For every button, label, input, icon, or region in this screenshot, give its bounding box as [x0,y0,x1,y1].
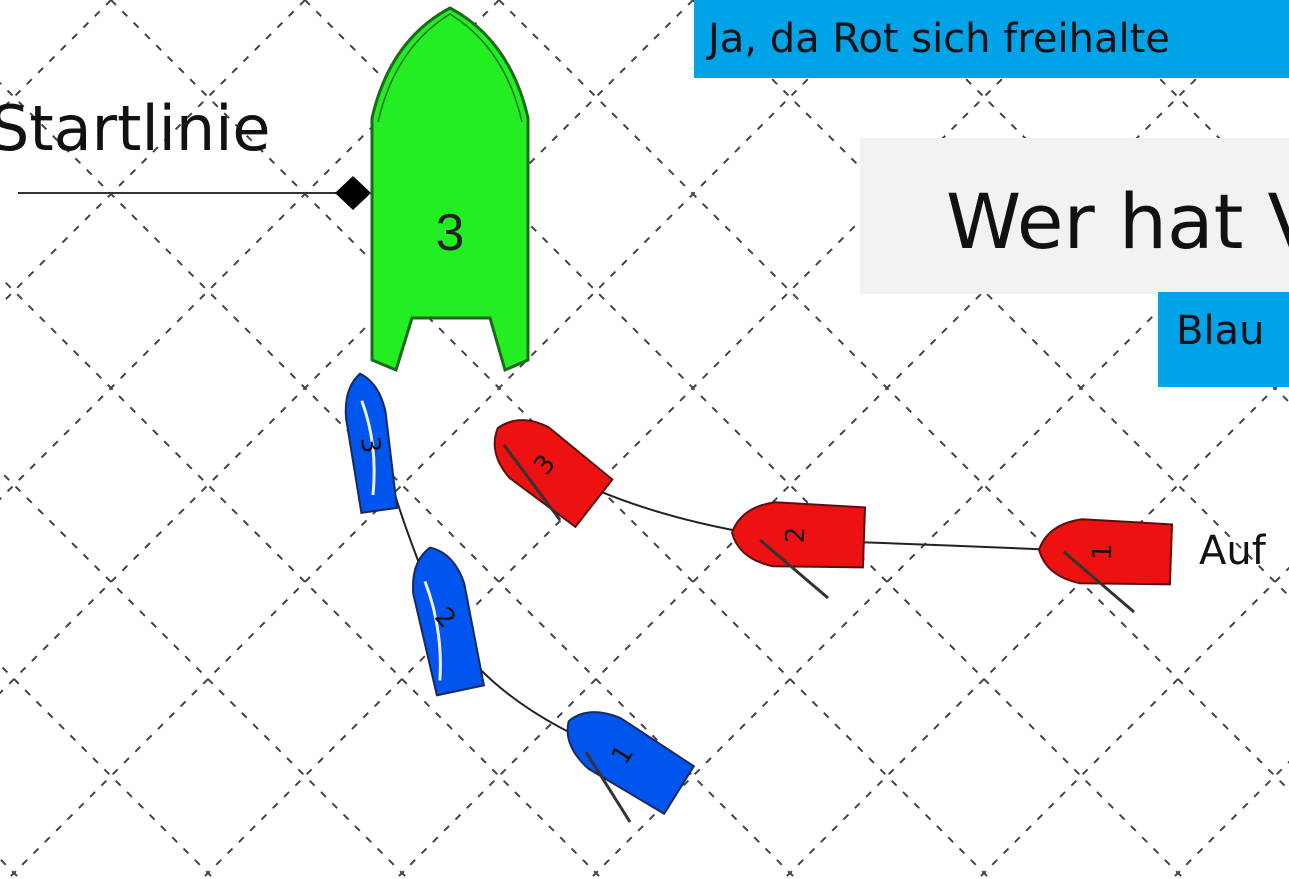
auf-label: Auf [1199,528,1266,574]
red-boat-number-2: 2 [781,526,812,544]
answer-label-top: Ja, da Rot sich freihalte [694,0,1289,78]
grid-line [1171,760,1289,879]
grid-line [783,372,1289,879]
red-boat-1-sail [1063,550,1135,614]
red-boat-3-sail [502,444,562,521]
red-boat-2-sail [759,538,829,600]
committee-boat: 3 [370,6,530,373]
grid-line [589,178,1289,879]
blue-boat-position-1: 1 [566,711,696,816]
committee-boat-number: 3 [436,204,465,262]
grid-line [1080,0,1289,210]
grid-line [977,566,1289,879]
question-title: Wer hat V [860,138,1289,294]
grid-line [1274,0,1289,16]
red-boat-position-3: 3 [493,419,614,529]
blue-boat-1-sail [584,751,632,823]
answer-label-blue: Blau [1158,292,1289,387]
startline-label: Startlinie [0,92,271,165]
red-boat-number-1: 1 [1088,543,1119,561]
grid-line [692,0,1289,598]
blue-boat-position-2: 2 [411,546,486,697]
blue-boat-number-3: 3 [354,435,386,456]
grid-line [886,0,1289,404]
blue-boat-position-3: 3 [344,372,399,514]
start-mark [335,176,371,210]
red-boat-position-1: 1 [1037,518,1174,586]
red-boat-position-2: 2 [730,501,867,569]
